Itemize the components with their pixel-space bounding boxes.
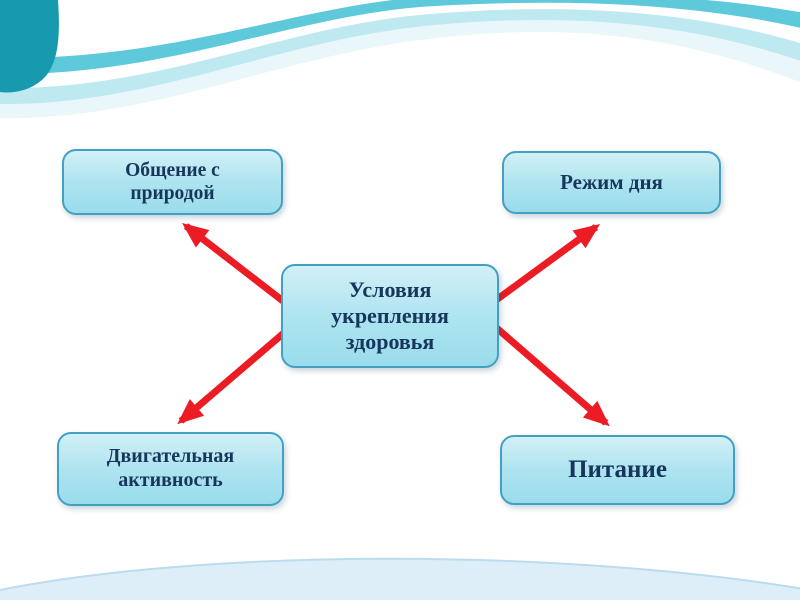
wave-light-band (0, 0, 800, 105)
arrow-to-regime (489, 224, 601, 306)
wave-top-white (0, 0, 800, 59)
corner-blob (0, 0, 59, 93)
arrow-to-nutrition (489, 321, 610, 427)
node-regime-label: Режим дня (560, 170, 663, 195)
node-nutrition-label: Питание (568, 456, 667, 484)
bottom-arc-fill (0, 558, 800, 600)
node-activity-label: Двигательная активность (106, 445, 235, 491)
node-nature: Общение с природой (62, 149, 283, 215)
arrow-to-nature (182, 222, 295, 311)
node-nutrition: Питание (500, 435, 735, 505)
node-regime: Режим дня (502, 151, 721, 214)
wave-pale-band (0, 0, 800, 119)
node-activity: Двигательная активность (57, 432, 284, 506)
wave-white-gap (0, 0, 800, 89)
node-center: Условия укрепления здоровья (281, 264, 499, 368)
wave-teal-band (0, 0, 800, 75)
node-nature-label: Общение с природой (125, 160, 220, 204)
arrow-to-activity (177, 323, 295, 425)
bottom-arc-line (0, 557, 800, 592)
node-center-label: Условия укрепления здоровья (331, 277, 449, 354)
